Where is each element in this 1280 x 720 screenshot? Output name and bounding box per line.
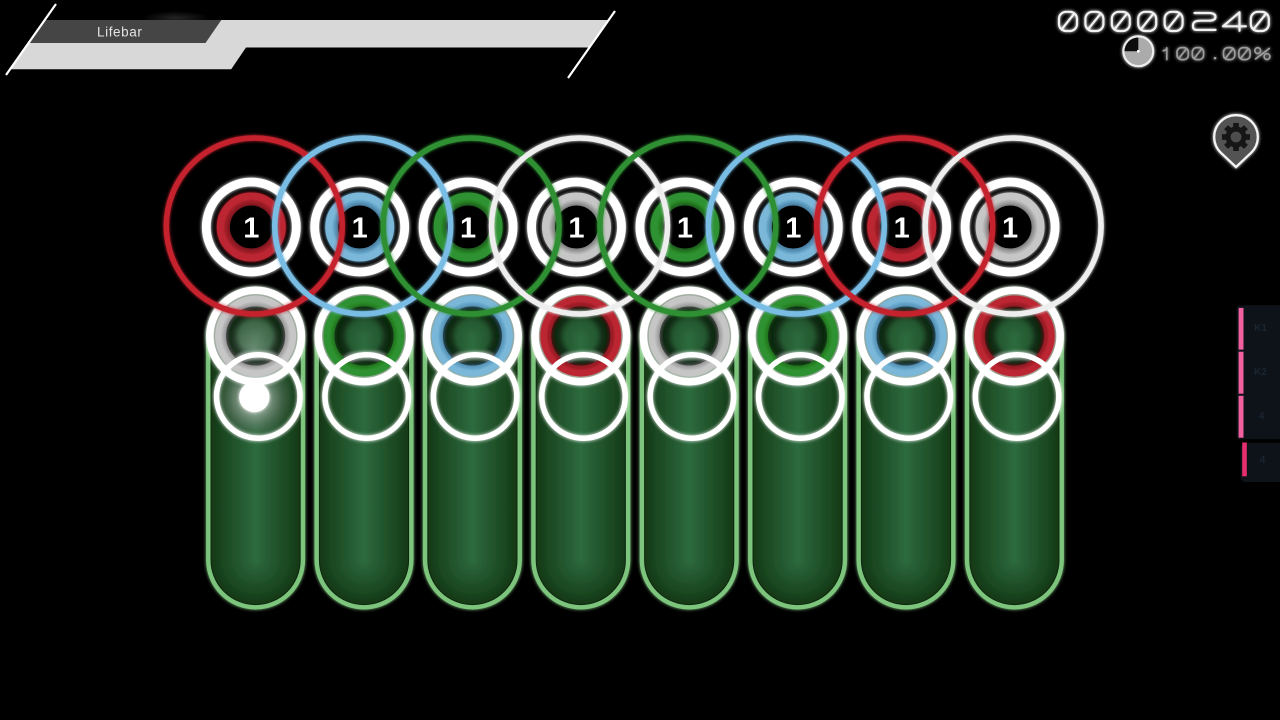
svg-text:K1: K1	[1254, 323, 1267, 334]
svg-text:Lifebar: Lifebar	[97, 25, 142, 40]
svg-text:1: 1	[677, 212, 693, 244]
svg-text:1: 1	[460, 212, 476, 244]
svg-text:K2: K2	[1254, 367, 1267, 378]
svg-text:4: 4	[1259, 411, 1265, 422]
svg-text:4: 4	[1260, 455, 1266, 466]
svg-text:1: 1	[1002, 212, 1018, 244]
svg-text:1: 1	[785, 212, 801, 244]
svg-text:1: 1	[243, 212, 259, 244]
svg-text:1: 1	[352, 212, 368, 244]
svg-text:1: 1	[568, 212, 584, 244]
svg-text:1: 1	[894, 212, 910, 244]
